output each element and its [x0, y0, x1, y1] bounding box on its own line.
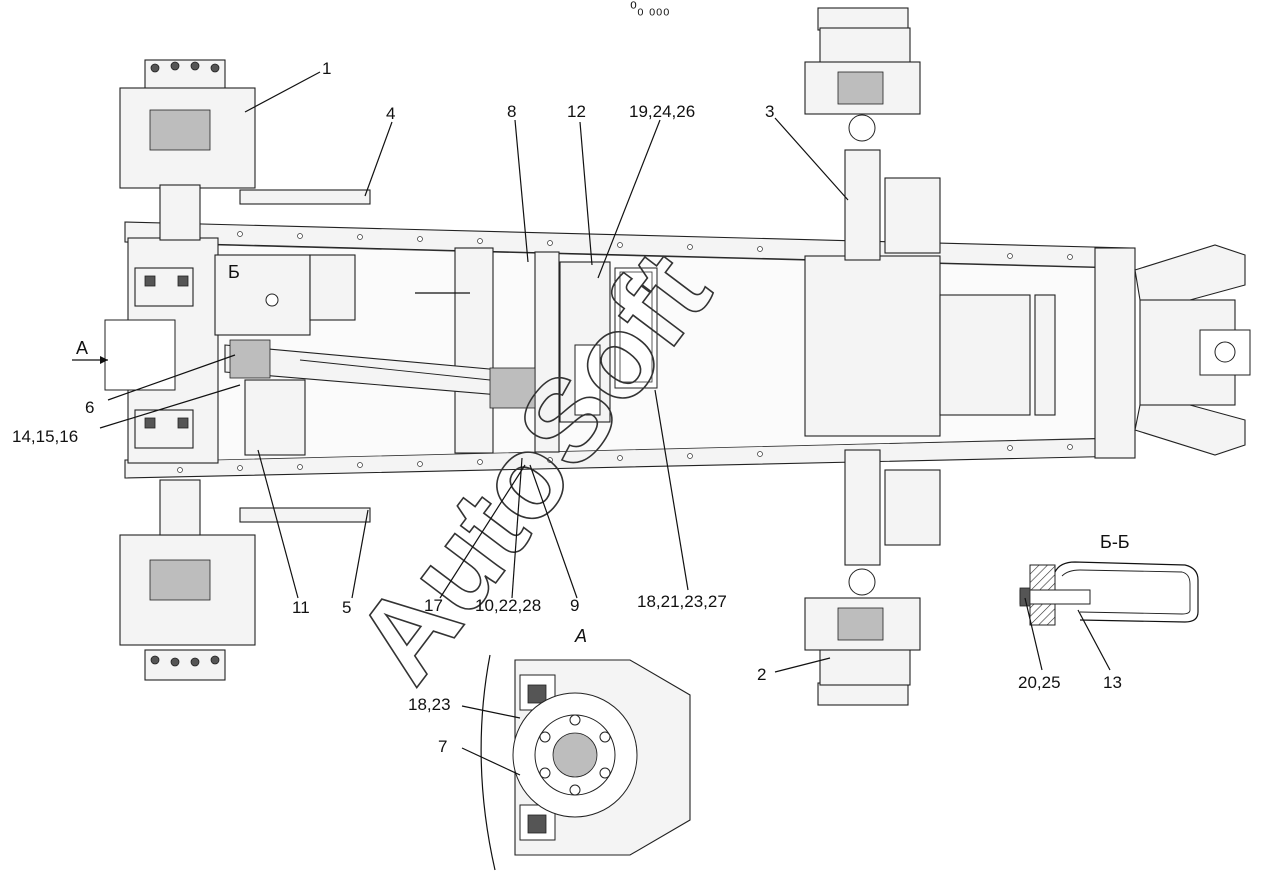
callout-14: 14,15,16: [12, 427, 78, 446]
callout-labels: 1 2 3 4 5 6 7 8 9 10,22,28 11 12 13 14,1…: [12, 59, 1122, 756]
callout-17: 17: [424, 596, 443, 615]
callout-2: 2: [757, 665, 766, 684]
callout-13: 13: [1103, 673, 1122, 692]
callout-11: 11: [292, 598, 310, 617]
leader-lines: [99, 71, 1111, 776]
section-marker: Б: [228, 262, 240, 282]
callout-19: 19,24,26: [629, 102, 695, 121]
section-b-b: Б-Б: [1019, 532, 1199, 626]
callout-18b: 18,23: [408, 695, 451, 714]
callout-12: 12: [567, 102, 586, 121]
detail-title: А: [574, 626, 587, 646]
callout-18a: 18,21,23,27: [637, 592, 727, 611]
callout-20: 20,25: [1018, 673, 1061, 692]
callout-4: 4: [386, 104, 395, 123]
view-arrow-label: А: [76, 338, 88, 358]
gearbox: [214, 254, 356, 456]
frame-equipment: [559, 261, 658, 423]
callout-10: 10,22,28: [475, 596, 541, 615]
callout-5: 5: [342, 598, 351, 617]
tow-hitch: [1134, 244, 1251, 456]
callout-1: 1: [322, 59, 331, 78]
callout-8: 8: [507, 102, 516, 121]
detail-view-a: А: [480, 626, 691, 871]
front-axle: [104, 59, 371, 681]
page-mark: ⁰₀ ₀₀₀: [630, 0, 670, 18]
drive-shaft: [224, 292, 536, 409]
callout-9: 9: [570, 596, 579, 615]
callout-7: 7: [438, 737, 447, 756]
view-arrow-a: А: [72, 338, 108, 364]
callout-3: 3: [765, 102, 774, 121]
callout-6: 6: [85, 398, 94, 417]
rear-axle: [804, 7, 1056, 706]
section-title: Б-Б: [1100, 532, 1130, 552]
